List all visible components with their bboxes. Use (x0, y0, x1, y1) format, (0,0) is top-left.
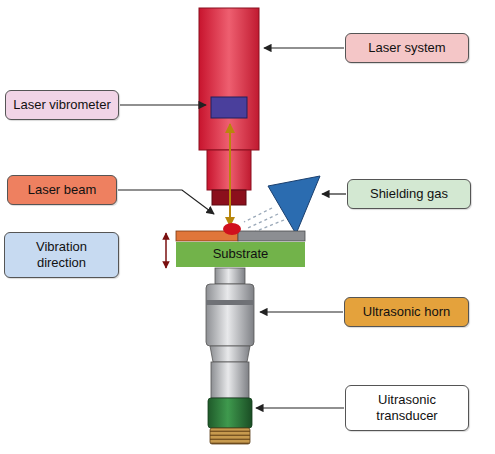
gas-flow (244, 208, 284, 232)
gas-nozzle (268, 176, 320, 234)
horn-tip (215, 268, 245, 284)
powder-layer (238, 231, 305, 241)
node-text: Substrate (213, 246, 269, 262)
label-box: Laser system (345, 33, 469, 63)
horn-base (211, 362, 249, 398)
label-box: Uitrasonic transducer (345, 385, 469, 430)
node-text: Vibration direction (11, 239, 112, 270)
label-box: Ultrasonic horn (344, 297, 469, 327)
label-box: Laser beam (7, 175, 117, 205)
node-text: Ultrasonic horn (351, 304, 462, 320)
substrate-plate: Substrate (176, 242, 305, 267)
node-text: Laser beam (14, 182, 110, 198)
vibrometer-head (211, 97, 247, 118)
label-box: Laser vibrometer (5, 90, 119, 120)
node-text: Shielding gas (354, 186, 464, 202)
node-text: Laser vibrometer (12, 97, 112, 113)
node-text: Laser system (352, 40, 462, 56)
horn-body (206, 284, 254, 346)
measurement-beam (229, 124, 231, 226)
horn-taper (210, 346, 250, 362)
horn-band (206, 300, 254, 305)
label-box: Shielding gas (347, 179, 471, 209)
vibration-arrow (165, 233, 167, 268)
node-text: Uitrasonic transducer (352, 392, 462, 423)
transducer-body (208, 398, 252, 428)
melt-pool (223, 223, 241, 235)
leader-arrows (118, 48, 346, 408)
label-box: Vibration direction (4, 232, 119, 277)
transducer-coil (210, 428, 250, 444)
